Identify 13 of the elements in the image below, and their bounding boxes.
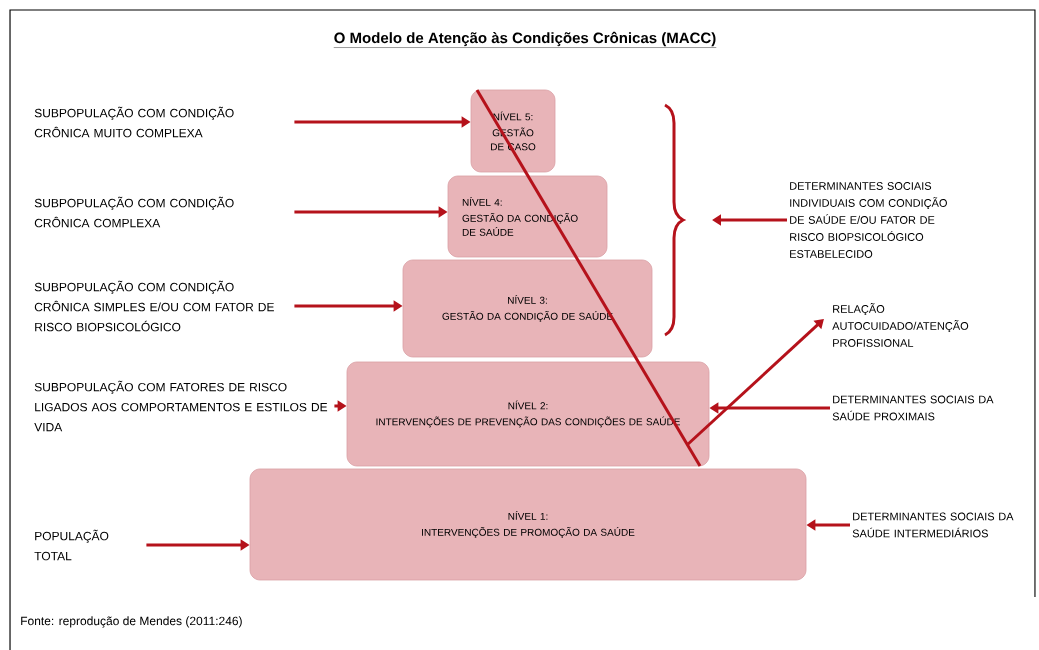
label-text: SUBPOPULAÇÃO COM FATORES DE RISCO LIGADOS AOS COMPORTAMENTOS E ESTILOS DE VIDA (34, 380, 328, 432)
label-text: SUBPOPULAÇÃO COM CONDIÇÃO CRÔNICA SIMPLES E/OU COM FATOR DE RISCO BIOPSICOLÓGICO (34, 280, 274, 332)
label-text: DETERMINANTES SOCIAIS DA SAÚDE INTERMEDIÁRIOS (852, 512, 1014, 538)
label-text: RELAÇÃO AUTOCUIDADO/ATENÇÃO PROFISSIONAL (832, 303, 969, 347)
level-box: NÍVEL 1: INTERVENÇÕES DE PROMOÇÃO DA SAÚDE (249, 468, 807, 581)
arrow (686, 319, 824, 447)
label-text: SUBPOPULAÇÃO COM CONDIÇÃO CRÔNICA COMPLEXA (34, 196, 234, 228)
label-text: SUBPOPULAÇÃO COM CONDIÇÃO CRÔNICA MUITO COMPLEXA (34, 106, 234, 138)
label-text: POPULAÇÃO TOTAL (34, 529, 109, 561)
label-text: DETERMINANTES SOCIAIS DA SAÚDE PROXIMAIS (832, 395, 994, 421)
title: O Modelo de Atenção às Condições Crônicas (MACC) (333, 31, 717, 48)
caption: Fonte: reprodução de Mendes (2011:246) (21, 616, 242, 628)
label-text: DETERMINANTES SOCIAIS INDIVIDUAIS COM CONDIÇÃO DE SAÚDE E/OU FATOR DE RISCO BIOPSICOLÓGICO ESTABELECIDO (790, 182, 947, 258)
